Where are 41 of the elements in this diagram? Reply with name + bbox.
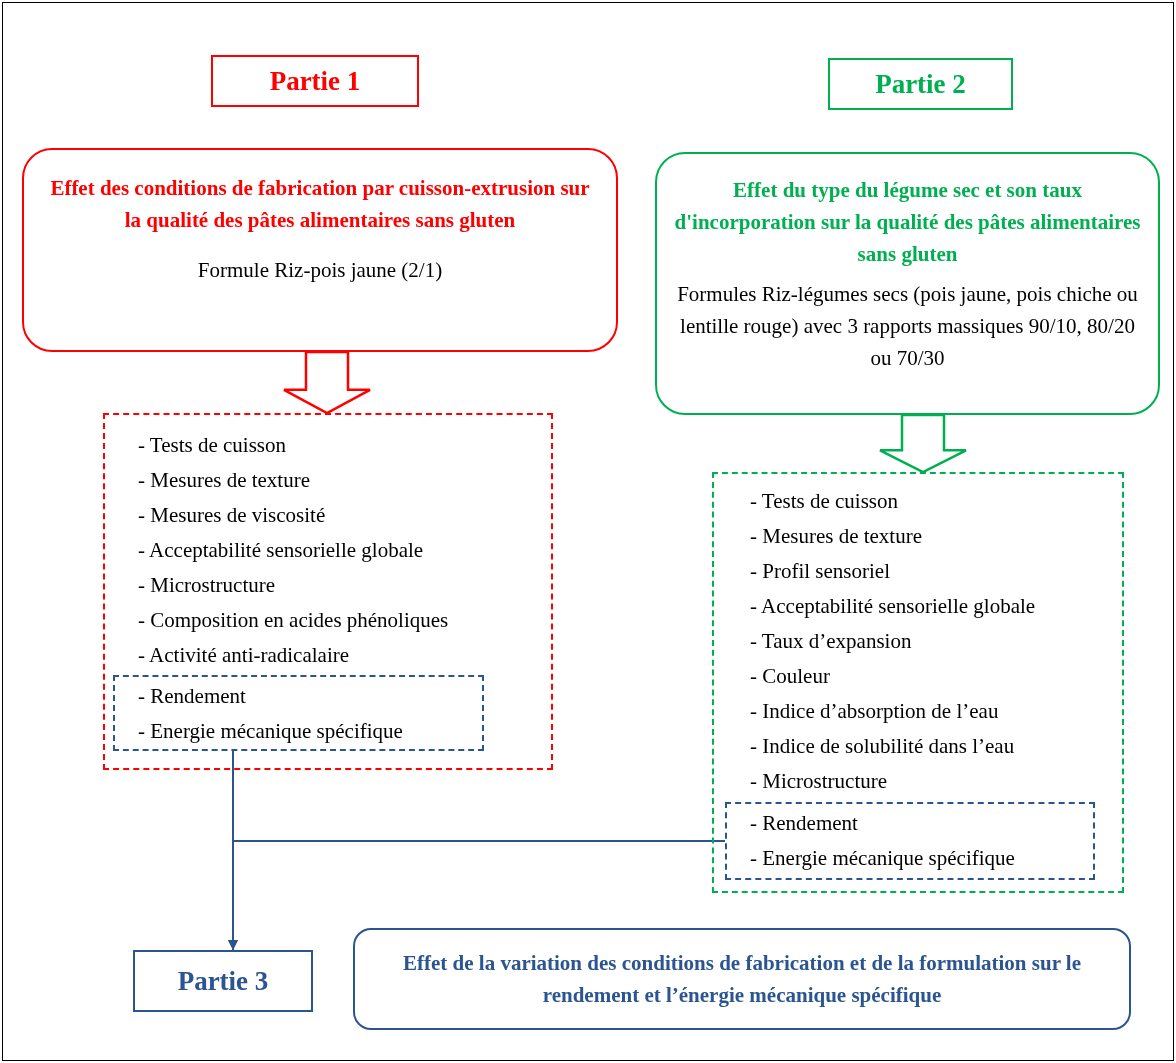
description-box <box>655 152 1160 415</box>
list-item: - Acceptabilité sensorielle globale <box>138 537 425 564</box>
highlight-box <box>725 802 1095 880</box>
block-arrow <box>282 350 372 415</box>
list-item: - Rendement <box>750 810 859 837</box>
conclusion-text: Effet de la variation des conditions de fabrication et de la formulation sur le rendement et l’énergie mécanique spécifique <box>402 950 1082 1009</box>
list-item: - Profil sensoriel <box>750 558 891 585</box>
description-heading: Effet du type du légume sec et son taux d'incorporation sur la qualité des pâtes alimentaires sans gluten <box>673 177 1142 268</box>
section-title: Partie 3 <box>177 965 269 997</box>
section-label-box <box>133 950 313 1012</box>
list-item: - Energie mécanique spécifique <box>138 718 404 745</box>
list-item: - Acceptabilité sensorielle globale <box>750 593 1037 620</box>
list-item: - Couleur <box>750 663 831 690</box>
list-item: - Indice de solubilité dans l’eau <box>750 733 1016 760</box>
list-item: - Taux d’expansion <box>750 628 913 655</box>
description-heading: Effet des conditions de fabrication par cuisson-extrusion sur la qualité des pâtes alimentaires sans gluten <box>49 175 591 234</box>
section-label-box <box>211 55 419 107</box>
measurement-list-box <box>712 472 1124 893</box>
list-item: - Tests de cuisson <box>750 488 900 515</box>
highlight-box <box>113 675 484 751</box>
conclusion-box <box>353 928 1131 1030</box>
measurement-list-box <box>103 413 553 770</box>
description-box <box>22 148 618 352</box>
list-item: - Microstructure <box>750 768 889 795</box>
list-item: - Microstructure <box>138 572 277 599</box>
block-arrow <box>878 413 968 474</box>
list-item: - Rendement <box>138 683 247 710</box>
list-item: - Composition en acides phénoliques <box>138 607 450 634</box>
section-title: Partie 1 <box>269 65 361 97</box>
list-item: - Activité anti-radicalaire <box>138 642 351 669</box>
description-text: Formules Riz-légumes secs (pois jaune, pois chiche ou lentille rouge) avec 3 rapports massiques 90/10, 80/20 ou 70/30 <box>676 281 1139 372</box>
list-item: - Indice d’absorption de l’eau <box>750 698 1000 725</box>
connector-arrow <box>228 840 726 951</box>
list-item: - Tests de cuisson <box>138 432 288 459</box>
list-item: - Mesures de texture <box>138 467 312 494</box>
list-item: - Energie mécanique spécifique <box>750 845 1016 872</box>
list-item: - Mesures de viscosité <box>138 502 327 529</box>
section-label-box <box>828 58 1013 110</box>
list-item: - Mesures de texture <box>750 523 924 550</box>
section-title: Partie 2 <box>875 68 966 100</box>
description-text: Formule Riz-pois jaune (2/1) <box>196 257 444 284</box>
